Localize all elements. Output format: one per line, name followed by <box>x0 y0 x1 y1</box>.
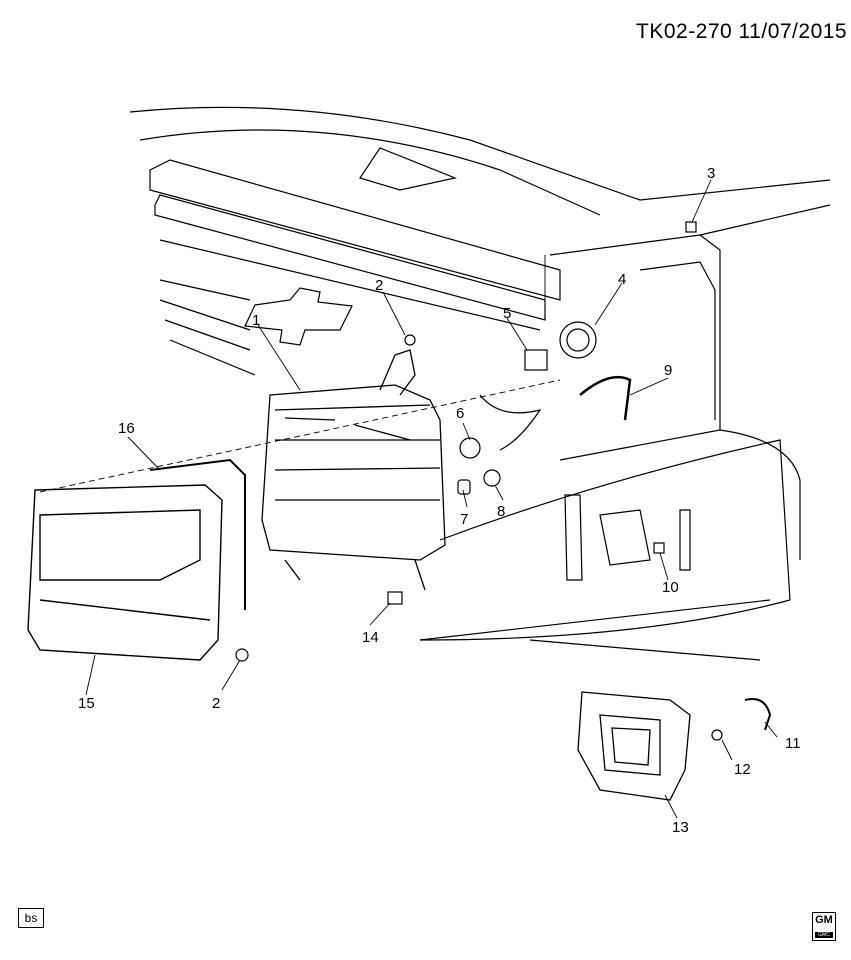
callout-3: 3 <box>707 165 715 182</box>
callout-2-clip: 2 <box>375 277 383 294</box>
headlamp-bezel <box>27 458 246 661</box>
callout-12: 12 <box>734 761 751 778</box>
gm-logo-text: GM <box>815 914 833 926</box>
gm-logo: GM GMC <box>812 912 836 941</box>
artist-code-box: bs <box>18 908 44 928</box>
headlamp-assembly <box>261 349 446 591</box>
callout-4: 4 <box>618 271 626 288</box>
callout-13: 13 <box>672 819 689 836</box>
callout-2-bolt: 2 <box>212 695 220 712</box>
callout-5: 5 <box>503 305 511 322</box>
gm-logo-subtext: GMC <box>815 932 833 938</box>
leader-lines <box>39 179 778 819</box>
callout-7: 7 <box>460 511 468 528</box>
callout-8: 8 <box>497 503 505 520</box>
callout-14: 14 <box>362 629 379 646</box>
vehicle-front-body <box>129 106 831 661</box>
fog-lamp-assembly <box>577 691 772 801</box>
callout-16: 16 <box>118 420 135 437</box>
callout-11: 11 <box>785 735 801 752</box>
callout-9: 9 <box>664 362 672 379</box>
callout-10: 10 <box>662 579 679 596</box>
diagram-reference-number: TK02-270 11/07/2015 <box>636 20 848 43</box>
callout-15: 15 <box>78 695 95 712</box>
callout-1: 1 <box>252 312 260 329</box>
bulb-and-socket-parts <box>235 221 723 741</box>
callout-6: 6 <box>456 405 464 422</box>
